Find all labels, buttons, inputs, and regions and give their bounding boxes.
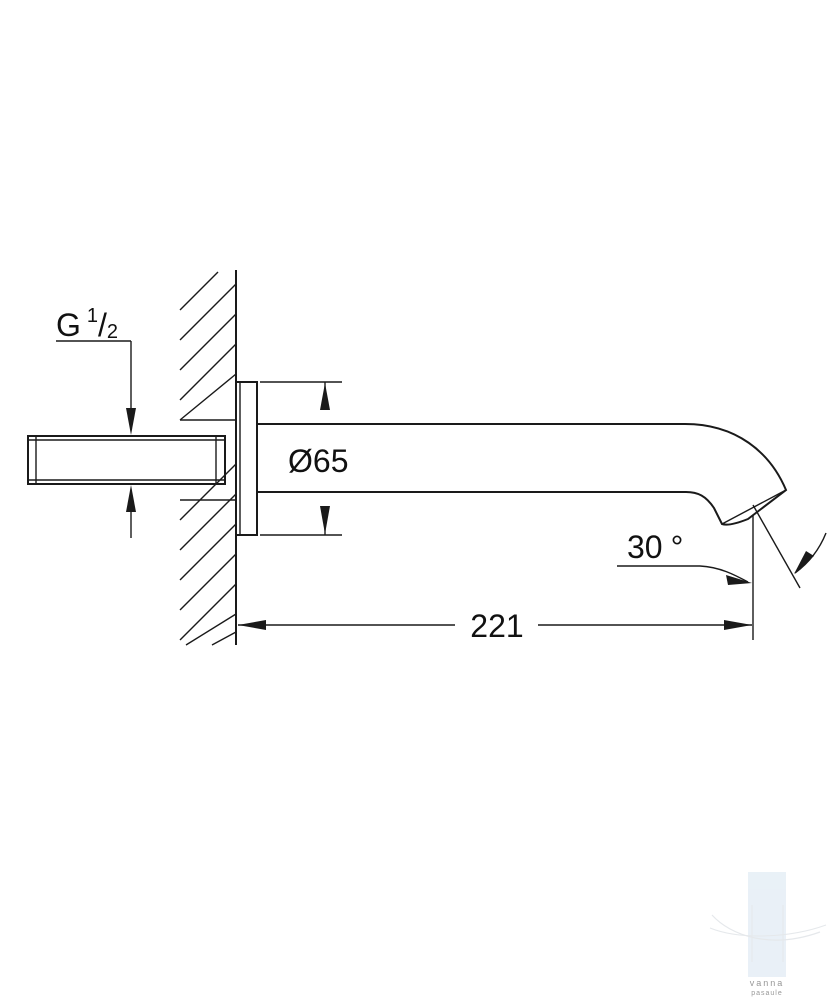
diameter-label: Ø65 [288, 443, 348, 479]
diameter-dimension [260, 381, 342, 536]
watermark-logo: vanna pasaule [709, 872, 827, 997]
angle-dimension [617, 504, 827, 589]
thread-dimension [56, 340, 136, 538]
watermark-sub-text: pasaule [751, 990, 783, 997]
angle-label: 30° [627, 529, 683, 565]
length-dimension [238, 515, 754, 640]
wall-flange [235, 381, 258, 536]
length-label: 221 [470, 608, 523, 644]
wall-hatching [179, 271, 237, 646]
threaded-connection-pipe [27, 435, 226, 485]
watermark-brand-text: vanna [750, 978, 785, 988]
spout-body [257, 423, 788, 526]
